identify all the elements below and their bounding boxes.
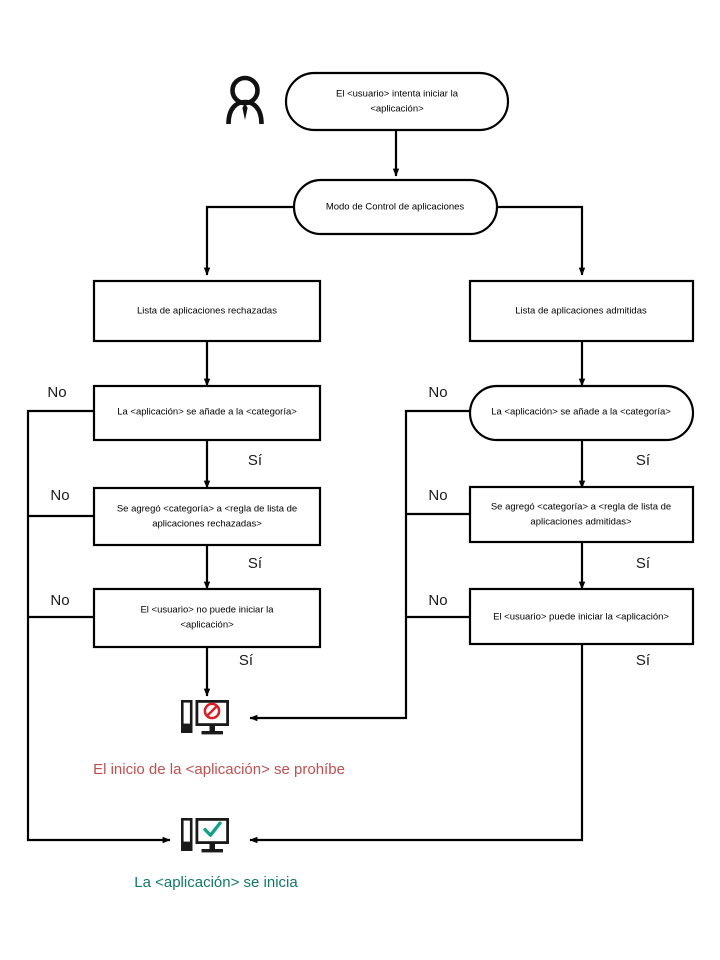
user-icon: [226, 75, 264, 125]
label-yes-deny-category: Sí: [248, 452, 263, 469]
monitor-allowed-icon: [181, 818, 229, 853]
label-no-deny-result: No: [50, 592, 69, 609]
node-deny-rule[interactable]: Se agregó <categoría> a <regla de lista …: [92, 486, 322, 547]
outcome-blocked-caption: El inicio de la <aplicación> se prohíbe: [93, 761, 345, 778]
edge-allow-result-yes: [249, 644, 584, 844]
edge-allow-cat-no: [249, 409, 470, 722]
connectors: [26, 130, 586, 844]
label-yes-allow-result: Sí: [636, 652, 651, 669]
node-start-line2: <aplicación>: [370, 104, 424, 115]
label-yes-allow-rule: Sí: [636, 555, 651, 572]
node-denylist-label: Lista de aplicaciones rechazadas: [137, 306, 277, 317]
label-no-allow-rule: No: [428, 487, 447, 504]
monitor-blocked-icon: [181, 700, 229, 735]
node-start[interactable]: El <usuario> intenta iniciar la <aplicac…: [284, 71, 510, 132]
outcome-allowed-caption: La <aplicación> se inicia: [134, 874, 298, 891]
node-mode-label: Modo de Control de aplicaciones: [326, 202, 465, 213]
node-mode[interactable]: Modo de Control de aplicaciones: [292, 178, 499, 236]
label-no-allow-category: No: [428, 384, 447, 401]
node-allowlist[interactable]: Lista de aplicaciones admitidas: [468, 279, 695, 343]
node-deny-result[interactable]: El <usuario> no puede iniciar la <aplica…: [92, 587, 322, 649]
node-deny-rule-line1: Se agregó <categoría> a <regla de lista …: [117, 504, 297, 515]
node-deny-rule-line2: aplicaciones rechazadas>: [152, 519, 262, 530]
node-denylist[interactable]: Lista de aplicaciones rechazadas: [92, 279, 322, 343]
label-yes-deny-result: Sí: [239, 652, 254, 669]
node-allow-result[interactable]: El <usuario> puede iniciar la <aplicació…: [468, 587, 695, 646]
node-allowlist-label: Lista de aplicaciones admitidas: [515, 306, 647, 317]
node-allow-rule-line2: aplicaciones admitidas>: [530, 517, 632, 528]
node-allow-category[interactable]: La <aplicación> se añade a la <categoría…: [468, 384, 695, 442]
node-deny-result-line1: El <usuario> no puede iniciar la: [140, 605, 274, 616]
label-no-deny-category: No: [47, 384, 66, 401]
label-no-deny-rule: No: [50, 487, 69, 504]
branch-labels: No No No Sí Sí Sí No No No Sí Sí Sí: [47, 384, 651, 669]
label-no-allow-result: No: [428, 592, 447, 609]
edge-deny-cat-no: [26, 409, 171, 844]
label-yes-allow-category: Sí: [636, 452, 651, 469]
node-deny-category[interactable]: La <aplicación> se añade a la <categoría…: [92, 384, 322, 442]
node-allow-result-label: El <usuario> puede iniciar la <aplicació…: [493, 612, 669, 623]
node-allow-rule-line1: Se agregó <categoría> a <regla de lista …: [491, 502, 671, 513]
node-deny-result-line2: <aplicación>: [180, 620, 234, 631]
edge-mode-to-denylist: [203, 205, 294, 276]
node-start-line1: El <usuario> intenta iniciar la: [336, 89, 459, 100]
node-deny-category-label: La <aplicación> se añade a la <categoría…: [117, 407, 297, 418]
edge-mode-to-allowlist: [497, 205, 586, 276]
label-yes-deny-rule: Sí: [248, 555, 263, 572]
node-allow-category-label: La <aplicación> se añade a la <categoría…: [491, 407, 671, 418]
node-allow-rule[interactable]: Se agregó <categoría> a <regla de lista …: [468, 485, 695, 544]
